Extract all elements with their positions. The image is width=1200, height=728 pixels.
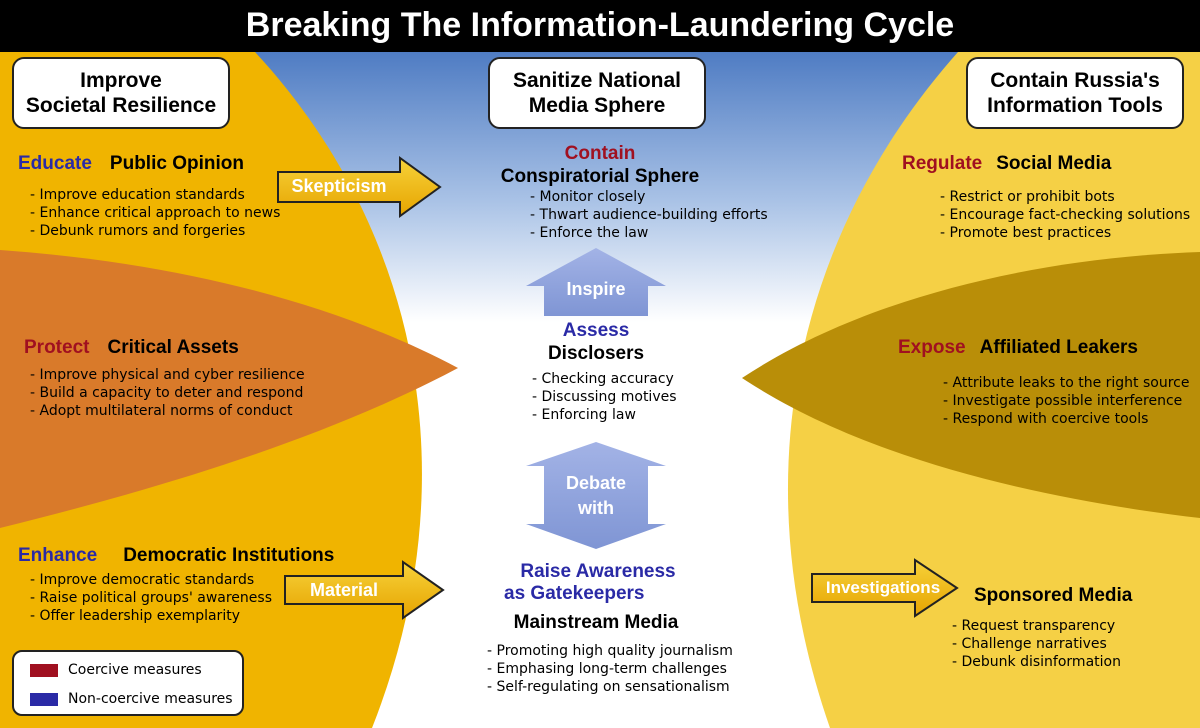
header-center: Sanitize National Media Sphere <box>488 57 706 129</box>
assess-list: Checking accuracy Discussing motives Enf… <box>532 370 677 424</box>
protect-topic: Critical Assets <box>107 337 239 358</box>
header-center-line1: Sanitize National <box>512 69 682 92</box>
assess-verb: Assess <box>562 320 630 341</box>
sponsored-topic: Sponsored Media <box>974 585 1133 606</box>
investigations-label: Investigations <box>825 578 941 597</box>
expose-topic: Affiliated Leakers <box>979 337 1138 358</box>
list-item: Enforce the law <box>530 224 768 242</box>
inspire-label: Inspire <box>566 279 626 299</box>
sponsored-list: Request transparency Challenge narrative… <box>952 617 1121 671</box>
protect-list: Improve physical and cyber resilience Bu… <box>30 366 305 420</box>
list-item: Respond with coercive tools <box>943 410 1189 428</box>
enhance-verb: Enhance <box>18 545 98 566</box>
inspire-arrow <box>526 248 666 316</box>
skepticism-arrow <box>277 156 442 218</box>
page-title: Breaking The Information-Laundering Cycl… <box>0 0 1200 52</box>
regulate-topic: Social Media <box>996 153 1112 174</box>
expose-heading: Expose Affiliated Leakers <box>898 337 1138 359</box>
list-item: Improve democratic standards <box>30 571 272 589</box>
raise-verb: Raise Awareness as Gatekeepers <box>478 561 718 605</box>
educate-list: Improve education standards Enhance crit… <box>30 186 281 240</box>
regulate-verb: Regulate <box>902 153 983 174</box>
protect-verb: Protect <box>24 337 90 358</box>
debate-label-line2: with <box>578 498 614 518</box>
contain-topic: Conspiratorial Sphere <box>500 166 700 187</box>
material-arrow <box>284 560 445 620</box>
debate-label-line1: Debate <box>565 473 627 493</box>
list-item: Checking accuracy <box>532 370 677 388</box>
list-item: Build a capacity to deter and respond <box>30 384 305 402</box>
enhance-heading: Enhance Democratic Institutions <box>18 545 334 567</box>
legend-swatch-coercive <box>30 664 58 677</box>
header-right: Contain Russia's Information Tools <box>966 57 1184 129</box>
enhance-topic: Democratic Institutions <box>123 545 335 566</box>
header-right-line1: Contain Russia's <box>990 69 1160 92</box>
list-item: Challenge narratives <box>952 635 1121 653</box>
educate-heading: Educate Public Opinion <box>18 153 244 175</box>
list-item: Monitor closely <box>530 188 768 206</box>
list-item: Discussing motives <box>532 388 677 406</box>
raise-list: Promoting high quality journalism Emphas… <box>487 642 733 696</box>
regulate-heading: Regulate Social Media <box>902 153 1111 175</box>
debate-label: Debate with <box>546 471 646 521</box>
list-item: Thwart audience-building efforts <box>530 206 768 224</box>
legend: Coercive measures Non-coercive measures <box>12 650 244 716</box>
list-item: Promoting high quality journalism <box>487 642 733 660</box>
contain-list: Monitor closely Thwart audience-building… <box>530 188 768 242</box>
raise-verb-line2: as Gatekeepers <box>504 583 645 604</box>
list-item: Improve education standards <box>30 186 280 204</box>
list-item: Debunk disinformation <box>952 653 1121 671</box>
list-item: Improve physical and cyber resilience <box>30 366 305 384</box>
list-item: Offer leadership exemplarity <box>30 607 272 625</box>
header-left: Improve Societal Resilience <box>12 57 230 129</box>
list-item: Emphasing long-term challenges <box>487 660 733 678</box>
list-item: Attribute leaks to the right source <box>943 374 1190 392</box>
list-item: Self-regulating on sensationalism <box>487 678 733 696</box>
header-left-line2: Societal Resilience <box>25 94 217 117</box>
list-item: Promote best practices <box>940 224 1190 242</box>
list-item: Enforcing law <box>532 406 677 424</box>
list-item: Restrict or prohibit bots <box>940 188 1190 206</box>
header-left-line1: Improve <box>80 69 162 92</box>
legend-label-coercive: Coercive measures <box>68 662 202 678</box>
protect-heading: Protect Critical Assets <box>24 337 239 359</box>
expose-list: Attribute leaks to the right source Inve… <box>943 374 1190 428</box>
raise-topic: Mainstream Media <box>513 612 679 633</box>
legend-swatch-non-coercive <box>30 693 58 706</box>
list-item: Adopt multilateral norms of conduct <box>30 402 305 420</box>
legend-label-non-coercive: Non-coercive measures <box>68 691 233 707</box>
list-item: Investigate possible interference <box>943 392 1189 410</box>
educate-verb: Educate <box>18 153 92 174</box>
assess-topic: Disclosers <box>547 343 645 364</box>
list-item: Request transparency <box>952 617 1121 635</box>
regulate-list: Restrict or prohibit bots Encourage fact… <box>940 188 1191 242</box>
investigations-arrow <box>811 558 959 618</box>
list-item: Enhance critical approach to news <box>30 204 281 222</box>
header-center-line2: Media Sphere <box>528 94 666 117</box>
list-item: Encourage fact-checking solutions <box>940 206 1191 224</box>
material-label: Material <box>309 580 379 600</box>
list-item: Debunk rumors and forgeries <box>30 222 280 240</box>
expose-verb: Expose <box>898 337 966 358</box>
debate-arrow <box>526 442 666 549</box>
header-right-line2: Information Tools <box>987 94 1163 117</box>
list-item: Raise political groups' awareness <box>30 589 272 607</box>
enhance-list: Improve democratic standards Raise polit… <box>30 571 272 625</box>
skepticism-label: Skepticism <box>291 176 387 196</box>
contain-verb: Contain <box>564 143 636 164</box>
raise-verb-line1: Raise Awareness <box>520 561 676 582</box>
educate-topic: Public Opinion <box>109 153 244 174</box>
